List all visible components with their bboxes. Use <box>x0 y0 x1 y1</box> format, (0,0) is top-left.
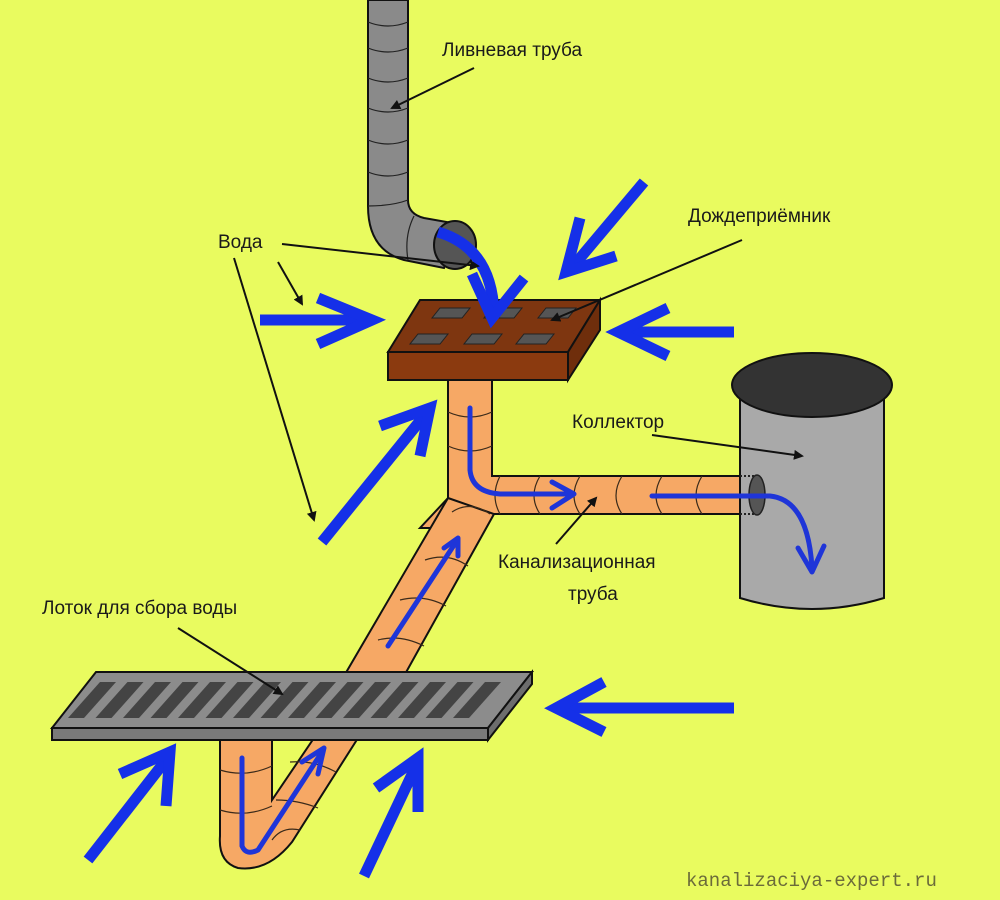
label-tray: Лоток для сбора воды <box>42 598 237 619</box>
leader-water-2 <box>277 261 303 306</box>
tray-slot <box>370 682 419 718</box>
tray-slot <box>178 682 226 718</box>
leader-sewer-pipe <box>555 496 598 545</box>
sewer-pipe-seams <box>219 411 703 841</box>
rain-inlet <box>386 296 602 384</box>
label-water: Вода <box>218 232 263 253</box>
pipe-flow-tray-up <box>385 535 461 649</box>
leader-rain-inlet <box>550 239 743 322</box>
downpipe-seams <box>367 21 415 261</box>
tray-slot <box>205 682 254 718</box>
tray-slot <box>343 682 391 718</box>
tray-slot <box>453 682 501 718</box>
arrow-left-to-inlet <box>260 292 387 350</box>
tray-slot <box>150 682 199 718</box>
pipe-flow-into-collector <box>649 493 827 575</box>
arrow-bottom-left <box>83 743 177 864</box>
label-downpipe: Ливневая труба <box>442 40 582 61</box>
tray-slot <box>288 682 336 718</box>
tray-slot <box>260 682 309 718</box>
collector-lid <box>731 352 893 418</box>
arrow-top-right <box>558 178 649 281</box>
water-tray <box>49 669 535 743</box>
pipe-flow-inlet-to-collector <box>467 405 577 511</box>
water-flow-arrows <box>83 178 827 879</box>
leader-tray <box>177 627 284 696</box>
tray-slot <box>233 682 281 718</box>
leader-lines <box>177 67 804 696</box>
label-sewer-pipe-line1: Канализационная <box>498 552 656 573</box>
arrow-right-to-inlet <box>605 303 734 361</box>
leader-collector <box>651 434 804 460</box>
tray-slots <box>68 682 501 718</box>
arrow-bottom-right <box>359 747 424 879</box>
collector <box>731 352 893 610</box>
sewer-pipe <box>218 375 749 870</box>
pipe-flow-ubend <box>239 745 327 855</box>
label-sewer-pipe-line2: труба <box>568 584 618 605</box>
leader-downpipe <box>390 67 475 109</box>
label-rain-inlet: Дождеприёмник <box>688 206 831 227</box>
labels: Ливневая труба Вода Дождеприёмник Коллек… <box>42 40 937 892</box>
leader-water-3 <box>233 257 317 522</box>
arrow-right-to-tray <box>544 677 734 737</box>
arrow-diagonal-up-left <box>317 399 438 546</box>
label-collector: Коллектор <box>572 412 664 433</box>
tray-slot <box>68 682 116 718</box>
tray-slot <box>398 682 446 718</box>
tray-slot <box>123 682 171 718</box>
leader-water-1 <box>281 243 480 271</box>
tray-slot <box>315 682 364 718</box>
tray-slot <box>425 682 474 718</box>
watermark: kanalizaciya-expert.ru <box>686 870 937 892</box>
tray-slot <box>95 682 144 718</box>
